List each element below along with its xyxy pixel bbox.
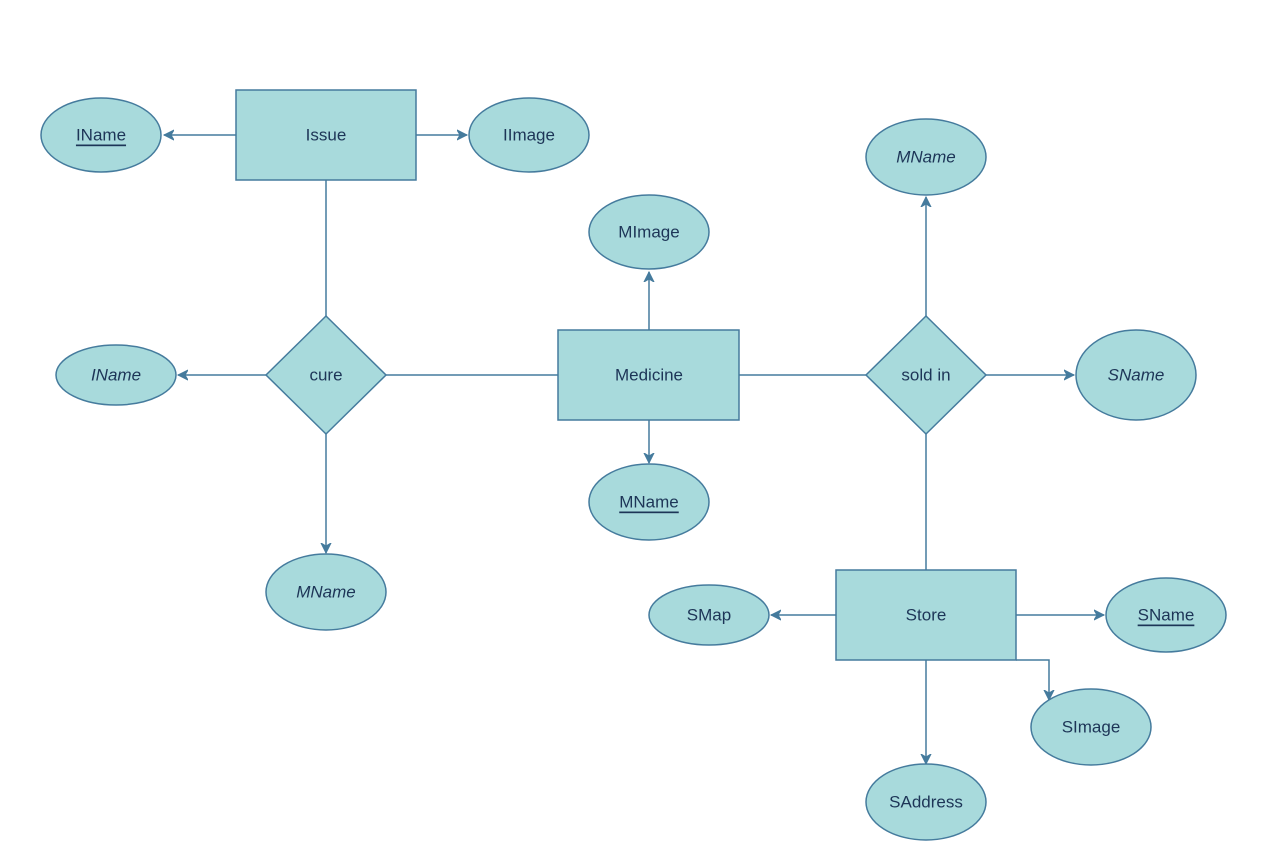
relationship-cure[interactable]: cure	[264, 314, 388, 436]
attribute-issue-iimage-label: IImage	[503, 126, 555, 145]
attribute-issue-iimage[interactable]: IImage	[468, 97, 590, 173]
attribute-cure-mname[interactable]: MName	[265, 553, 387, 631]
attribute-cure-iname[interactable]: IName	[55, 344, 177, 406]
attribute-medicine-mname[interactable]: MName	[588, 463, 710, 541]
attribute-store-sname-ellipse[interactable]	[1105, 577, 1227, 653]
attribute-issue-iimage-ellipse[interactable]	[468, 97, 590, 173]
attribute-cure-iname-ellipse[interactable]	[55, 344, 177, 406]
entity-store-label: Store	[906, 606, 947, 625]
attribute-cure-iname-label: IName	[91, 366, 141, 385]
relationship-cure-label: cure	[309, 366, 342, 385]
connectors	[164, 135, 1104, 764]
attribute-store-simage-ellipse[interactable]	[1030, 688, 1152, 766]
attribute-cure-mname-ellipse[interactable]	[265, 553, 387, 631]
attribute-soldin-mname-ellipse[interactable]	[865, 118, 987, 196]
entity-store-box[interactable]	[835, 569, 1017, 661]
attribute-store-saddress[interactable]: SAddress	[865, 763, 987, 841]
attribute-cure-mname-label: MName	[296, 583, 356, 602]
relationship-sold-in-diamond[interactable]	[864, 314, 988, 436]
attribute-issue-iname[interactable]: IName	[40, 97, 162, 173]
attribute-soldin-sname-label: SName	[1108, 366, 1165, 385]
attribute-store-smap[interactable]: SMap	[648, 584, 770, 646]
entity-issue-label: Issue	[306, 126, 347, 145]
attribute-medicine-mimage[interactable]: MImage	[588, 194, 710, 270]
attribute-store-saddress-ellipse[interactable]	[865, 763, 987, 841]
entity-medicine[interactable]: Medicine	[557, 329, 740, 421]
attribute-store-simage-label: SImage	[1062, 718, 1121, 737]
attribute-soldin-sname[interactable]: SName	[1075, 329, 1197, 421]
attribute-store-saddress-label: SAddress	[889, 793, 963, 812]
attribute-store-smap-label: SMap	[687, 606, 731, 625]
attribute-issue-iname-label: IName	[76, 126, 126, 145]
entity-medicine-box[interactable]	[557, 329, 740, 421]
attribute-soldin-mname[interactable]: MName	[865, 118, 987, 196]
relationship-sold-in[interactable]: sold in	[864, 314, 988, 436]
attribute-soldin-mname-label: MName	[896, 148, 956, 167]
relationship-cure-diamond[interactable]	[264, 314, 388, 436]
attribute-store-sname-label: SName	[1138, 606, 1195, 625]
entity-medicine-label: Medicine	[615, 366, 683, 385]
entity-issue-box[interactable]	[235, 89, 417, 181]
relationship-sold-in-label: sold in	[901, 366, 950, 385]
attribute-medicine-mimage-ellipse[interactable]	[588, 194, 710, 270]
attribute-soldin-sname-ellipse[interactable]	[1075, 329, 1197, 421]
edge-store-simage	[1016, 659, 1049, 700]
entity-issue[interactable]: Issue	[235, 89, 417, 181]
attribute-store-smap-ellipse[interactable]	[648, 584, 770, 646]
attribute-issue-iname-ellipse[interactable]	[40, 97, 162, 173]
entity-store[interactable]: Store	[835, 569, 1017, 661]
attribute-store-simage[interactable]: SImage	[1030, 688, 1152, 766]
attribute-medicine-mname-label: MName	[619, 493, 679, 512]
attribute-store-sname[interactable]: SName	[1105, 577, 1227, 653]
attribute-medicine-mimage-label: MImage	[618, 223, 679, 242]
attribute-medicine-mname-ellipse[interactable]	[588, 463, 710, 541]
